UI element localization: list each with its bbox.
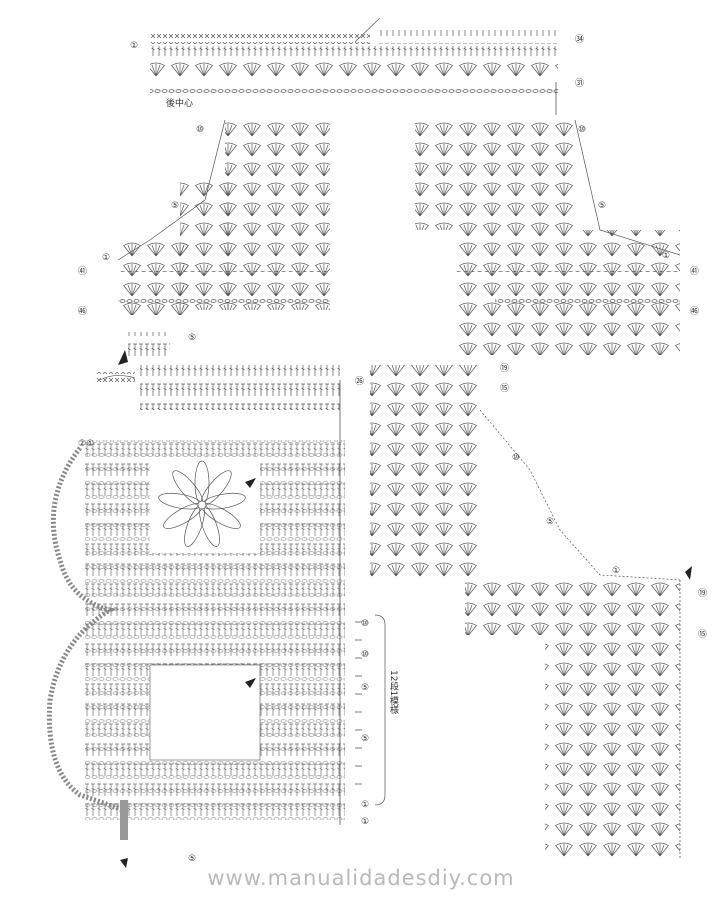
label-row-46-right: ㊻ bbox=[690, 306, 699, 317]
label-row-5-left: ⑤ bbox=[171, 201, 179, 211]
label-row-10-right: ⑩ bbox=[578, 125, 586, 135]
label-row-19-top: ⑲ bbox=[500, 363, 509, 374]
scalloped-edging bbox=[46, 446, 129, 815]
upper-right-block bbox=[415, 119, 681, 355]
label-row-1-mid-right: ① bbox=[612, 566, 620, 576]
right-lower-panel bbox=[370, 365, 692, 860]
upper-left-block bbox=[117, 119, 330, 315]
label-row-41-right: ㊶ bbox=[690, 266, 699, 277]
label-row-5-right: ⑤ bbox=[598, 201, 606, 211]
label-row-10-left: ⑩ bbox=[196, 125, 204, 135]
label-row-10-mid: ⑩ bbox=[512, 453, 520, 463]
label-row-46-left: ㊻ bbox=[78, 306, 87, 317]
left-front-panel bbox=[46, 365, 386, 868]
label-row-34: ㉞ bbox=[575, 34, 584, 45]
label-back-center: 後中心 bbox=[166, 97, 193, 109]
label-row-5-bottom: ⑤ bbox=[188, 854, 196, 864]
label-row-1-right: ① bbox=[662, 251, 670, 261]
label-row-5-mid: ⑤ bbox=[188, 333, 196, 343]
connector-block bbox=[118, 332, 170, 365]
label-row-31: ㉛ bbox=[575, 78, 584, 89]
label-row-2-1: ②① bbox=[78, 439, 94, 449]
label-row-19-right: ⑲ bbox=[698, 588, 707, 599]
label-row-10-list-a: ⑩ bbox=[361, 619, 369, 629]
label-row-15-top: ⑮ bbox=[500, 383, 509, 394]
label-row-5-list-a: ⑤ bbox=[361, 683, 369, 693]
label-row-1-list-a: ① bbox=[361, 800, 369, 810]
label-row-15-right: ⑮ bbox=[698, 629, 707, 640]
label-pattern-note: 12段1模様 bbox=[388, 670, 399, 714]
label-row-41-left: ㊶ bbox=[78, 266, 87, 277]
top-band bbox=[150, 17, 558, 115]
label-row-26: ㉖ bbox=[355, 376, 364, 387]
label-row-10-list-b: ⑩ bbox=[361, 650, 369, 660]
watermark-text: www.manualidadesdiy.com bbox=[207, 866, 514, 890]
label-row-5-list-b: ⑤ bbox=[361, 734, 369, 744]
label-row-5-mid-right: ⑤ bbox=[546, 517, 554, 527]
row-labels: ① ㉞ ㉛ 後中心 ⑩ ⑩ ⑤ ⑤ ① ① ㊶ ㊶ ㊻ ㊻ ⑤ ㉖ ⑲ ⑮ ⑩ … bbox=[78, 34, 707, 864]
label-row-1-top: ① bbox=[130, 41, 138, 51]
label-row-1-list-b: ① bbox=[361, 817, 369, 827]
label-row-1-left: ① bbox=[102, 253, 110, 263]
